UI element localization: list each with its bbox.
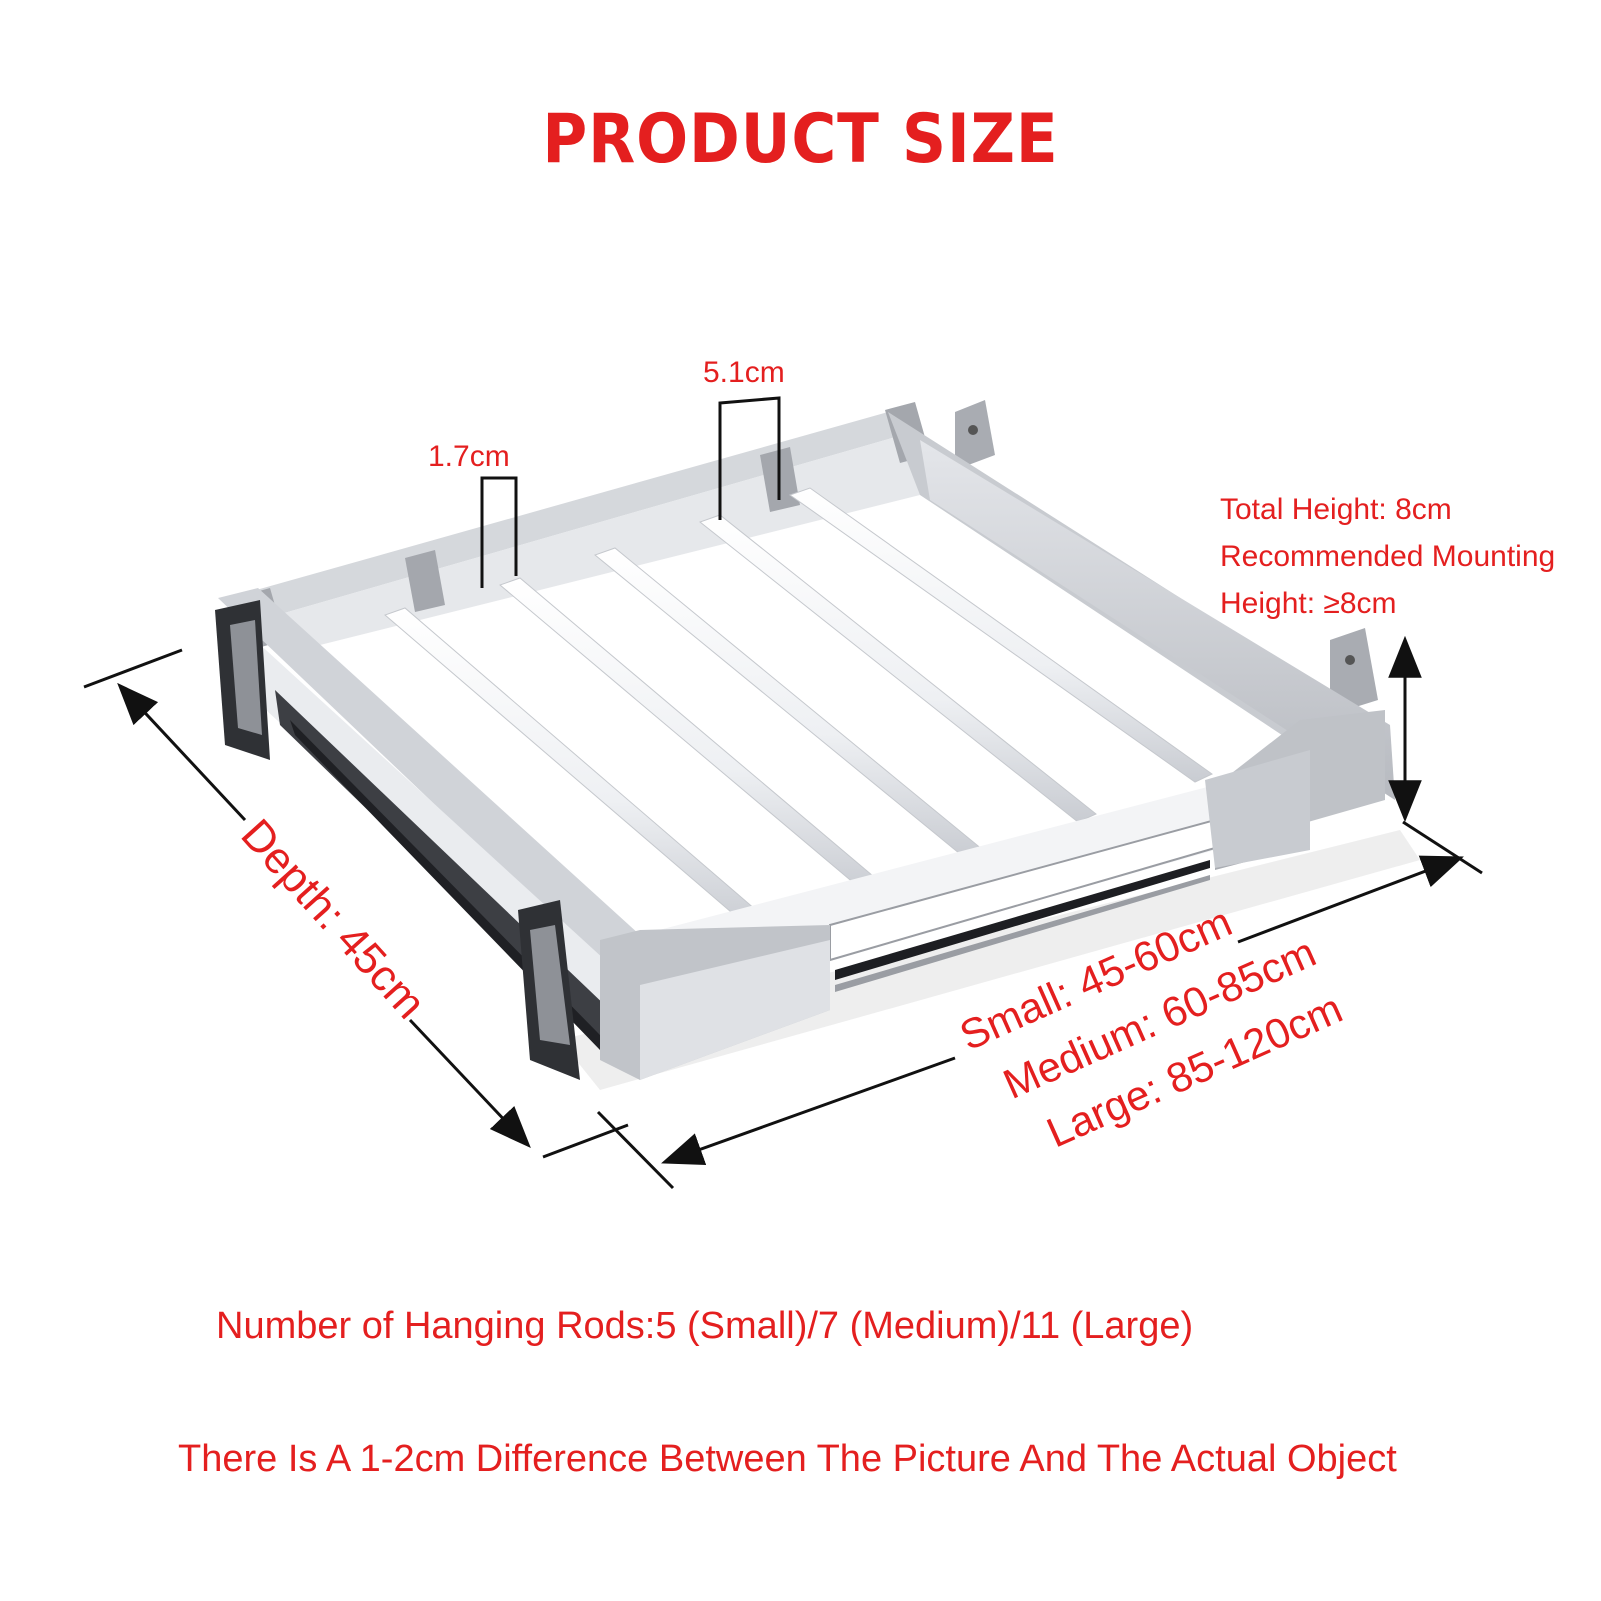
rod-gap-marker	[480, 476, 518, 588]
total-height-text: Total Height: 8cm	[1220, 493, 1452, 526]
mounting-bracket	[955, 400, 995, 470]
mounting-bracket	[1330, 628, 1378, 715]
width-dimension-line	[596, 820, 1483, 1190]
left-side-rail	[215, 588, 640, 1080]
difference-note: There Is A 1-2cm Difference Between The …	[178, 1438, 1397, 1480]
rod-gap-label: 1.7cm	[428, 440, 510, 473]
rod-spacing-marker	[718, 396, 781, 520]
page-title: PRODUCT SIZE	[542, 100, 1059, 179]
recommended-mounting-text: Recommended Mounting	[1220, 540, 1556, 573]
depth-dimension-line	[83, 648, 629, 1159]
front-rail	[600, 750, 1310, 1080]
right-side-rail	[888, 412, 1395, 870]
rods-note: Number of Hanging Rods:5 (Small)/7 (Medi…	[216, 1305, 1194, 1347]
rod-spacing-label: 5.1cm	[703, 356, 785, 389]
height-info: Total Height: 8cm Recommended Mounting H…	[1220, 486, 1555, 627]
mounting-height-text: Height: ≥8cm	[1220, 587, 1397, 620]
hanging-rods	[384, 487, 1213, 931]
